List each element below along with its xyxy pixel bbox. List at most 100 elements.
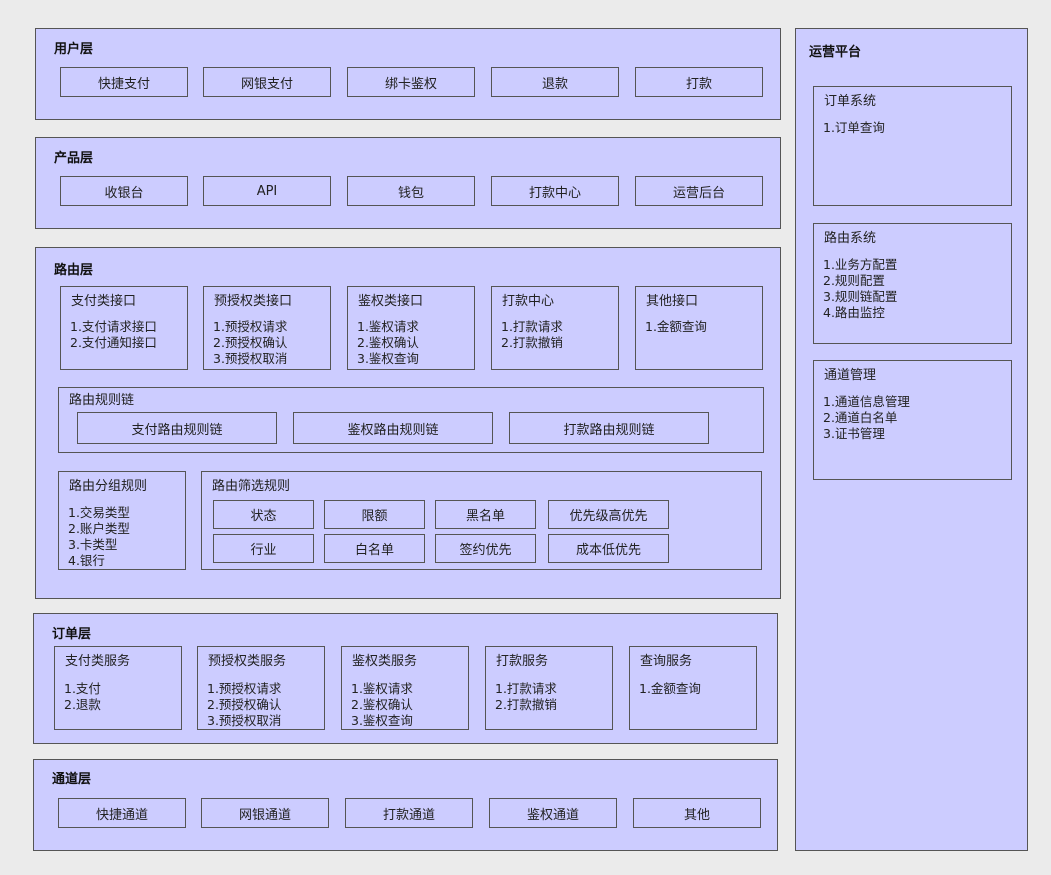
routing-layer-panel: 路由层 支付类接口 1.支付请求接口 2.支付通知接口 预授权类接口 1.预授权… [35, 247, 781, 599]
ops-platform-panel: 运营平台 订单系统 1.订单查询 路由系统 1.业务方配置 2.规则配置 3.规… [795, 28, 1028, 851]
service-item: 1.打款请求 [495, 681, 557, 696]
user-item-card-auth[interactable]: 绑卡鉴权 [347, 67, 475, 97]
service-box-query[interactable]: 查询服务 1.金额查询 [629, 646, 757, 730]
channel-item-other[interactable]: 其他 [633, 798, 761, 828]
rule-chain-auth[interactable]: 鉴权路由规则链 [293, 412, 493, 444]
service-item: 1.预授权请求 [207, 681, 282, 696]
ops-section-item: 3.规则链配置 [823, 289, 898, 304]
interface-box-title: 支付类接口 [71, 294, 137, 309]
service-item: 3.鉴权查询 [351, 713, 413, 728]
filter-rule-status[interactable]: 状态 [213, 500, 314, 529]
channel-item-ebank[interactable]: 网银通道 [201, 798, 329, 828]
service-box-auth[interactable]: 鉴权类服务 1.鉴权请求 2.鉴权确认 3.鉴权查询 [341, 646, 469, 730]
ops-section-item: 2.通道白名单 [823, 410, 898, 425]
interface-box-auth[interactable]: 鉴权类接口 1.鉴权请求 2.鉴权确认 3.鉴权查询 [347, 286, 475, 370]
ops-section-item: 1.通道信息管理 [823, 394, 910, 409]
filter-rule-low-cost[interactable]: 成本低优先 [548, 534, 669, 563]
service-box-title: 预授权类服务 [208, 654, 287, 669]
filter-rule-whitelist[interactable]: 白名单 [324, 534, 425, 563]
service-item: 1.鉴权请求 [351, 681, 413, 696]
product-item-wallet[interactable]: 钱包 [347, 176, 475, 206]
ops-section-item: 2.规则配置 [823, 273, 885, 288]
rule-chain-title: 路由规则链 [69, 393, 135, 408]
filter-rule-contract-first[interactable]: 签约优先 [435, 534, 536, 563]
product-item-payout-center[interactable]: 打款中心 [491, 176, 619, 206]
interface-item: 2.预授权确认 [213, 335, 288, 350]
service-item: 2.打款撤销 [495, 697, 557, 712]
filter-rules-box: 路由筛选规则 状态 限额 黑名单 优先级高优先 行业 白名单 签约优先 成本低优… [201, 471, 762, 570]
interface-item: 1.预授权请求 [213, 319, 288, 334]
service-box-title: 支付类服务 [65, 654, 131, 669]
group-rule-item: 4.银行 [68, 553, 105, 568]
channel-layer-panel: 通道层 快捷通道 网银通道 打款通道 鉴权通道 其他 [33, 759, 778, 851]
service-box-preauth[interactable]: 预授权类服务 1.预授权请求 2.预授权确认 3.预授权取消 [197, 646, 325, 730]
group-rules-title: 路由分组规则 [69, 479, 148, 494]
user-item-ebank-pay[interactable]: 网银支付 [203, 67, 331, 97]
channel-item-quick[interactable]: 快捷通道 [58, 798, 186, 828]
group-rules-box[interactable]: 路由分组规则 1.交易类型 2.账户类型 3.卡类型 4.银行 [58, 471, 186, 570]
product-item-cashier[interactable]: 收银台 [60, 176, 188, 206]
channel-item-payout[interactable]: 打款通道 [345, 798, 473, 828]
filter-rule-blacklist[interactable]: 黑名单 [435, 500, 536, 529]
user-item-quick-pay[interactable]: 快捷支付 [60, 67, 188, 97]
product-item-api[interactable]: API [203, 176, 331, 206]
ops-section-item: 1.订单查询 [823, 120, 885, 135]
ops-section-channel-mgmt[interactable]: 通道管理 1.通道信息管理 2.通道白名单 3.证书管理 [813, 360, 1012, 480]
interface-box-payment[interactable]: 支付类接口 1.支付请求接口 2.支付通知接口 [60, 286, 188, 370]
product-layer-panel: 产品层 收银台 API 钱包 打款中心 运营后台 [35, 137, 781, 229]
rule-chain-payment[interactable]: 支付路由规则链 [77, 412, 277, 444]
routing-layer-title: 路由层 [54, 263, 94, 278]
user-layer-title: 用户层 [54, 42, 94, 57]
filter-rule-industry[interactable]: 行业 [213, 534, 314, 563]
interface-box-title: 预授权类接口 [214, 294, 293, 309]
service-box-payment[interactable]: 支付类服务 1.支付 2.退款 [54, 646, 182, 730]
interface-item: 3.预授权取消 [213, 351, 288, 366]
ops-section-item: 3.证书管理 [823, 426, 885, 441]
group-rule-item: 2.账户类型 [68, 521, 130, 536]
interface-item: 1.支付请求接口 [70, 319, 157, 334]
user-item-refund[interactable]: 退款 [491, 67, 619, 97]
order-layer-panel: 订单层 支付类服务 1.支付 2.退款 预授权类服务 1.预授权请求 2.预授权… [33, 613, 778, 744]
filter-rule-priority-high[interactable]: 优先级高优先 [548, 500, 669, 529]
interface-box-title: 其他接口 [646, 294, 699, 309]
ops-section-item: 1.业务方配置 [823, 257, 898, 272]
rule-chain-payout[interactable]: 打款路由规则链 [509, 412, 709, 444]
ops-section-routing-system[interactable]: 路由系统 1.业务方配置 2.规则配置 3.规则链配置 4.路由监控 [813, 223, 1012, 344]
ops-section-title: 通道管理 [824, 368, 877, 383]
interface-item: 2.打款撤销 [501, 335, 563, 350]
ops-section-order-system[interactable]: 订单系统 1.订单查询 [813, 86, 1012, 206]
product-layer-title: 产品层 [54, 151, 94, 166]
service-box-title: 打款服务 [496, 654, 549, 669]
service-box-title: 鉴权类服务 [352, 654, 418, 669]
service-item: 3.预授权取消 [207, 713, 282, 728]
service-box-payout[interactable]: 打款服务 1.打款请求 2.打款撤销 [485, 646, 613, 730]
interface-item: 2.支付通知接口 [70, 335, 157, 350]
channel-layer-title: 通道层 [52, 772, 92, 787]
interface-item: 1.鉴权请求 [357, 319, 419, 334]
user-layer-panel: 用户层 快捷支付 网银支付 绑卡鉴权 退款 打款 [35, 28, 781, 120]
filter-rules-title: 路由筛选规则 [212, 479, 291, 494]
ops-section-item: 4.路由监控 [823, 305, 885, 320]
interface-item: 1.打款请求 [501, 319, 563, 334]
group-rule-item: 3.卡类型 [68, 537, 118, 552]
service-item: 2.退款 [64, 697, 101, 712]
interface-box-preauth[interactable]: 预授权类接口 1.预授权请求 2.预授权确认 3.预授权取消 [203, 286, 331, 370]
order-layer-title: 订单层 [52, 627, 92, 642]
ops-section-title: 路由系统 [824, 231, 877, 246]
filter-rule-limit[interactable]: 限额 [324, 500, 425, 529]
user-item-payout[interactable]: 打款 [635, 67, 763, 97]
channel-item-auth[interactable]: 鉴权通道 [489, 798, 617, 828]
service-item: 2.鉴权确认 [351, 697, 413, 712]
product-item-ops-backend[interactable]: 运营后台 [635, 176, 763, 206]
interface-item: 3.鉴权查询 [357, 351, 419, 366]
ops-platform-title: 运营平台 [809, 45, 862, 60]
service-box-title: 查询服务 [640, 654, 693, 669]
interface-box-other[interactable]: 其他接口 1.金额查询 [635, 286, 763, 370]
service-item: 1.金额查询 [639, 681, 701, 696]
interface-box-payout-center[interactable]: 打款中心 1.打款请求 2.打款撤销 [491, 286, 619, 370]
ops-section-title: 订单系统 [824, 94, 877, 109]
interface-box-title: 打款中心 [502, 294, 555, 309]
service-item: 1.支付 [64, 681, 101, 696]
service-item: 2.预授权确认 [207, 697, 282, 712]
rule-chain-box: 路由规则链 支付路由规则链 鉴权路由规则链 打款路由规则链 [58, 387, 764, 453]
